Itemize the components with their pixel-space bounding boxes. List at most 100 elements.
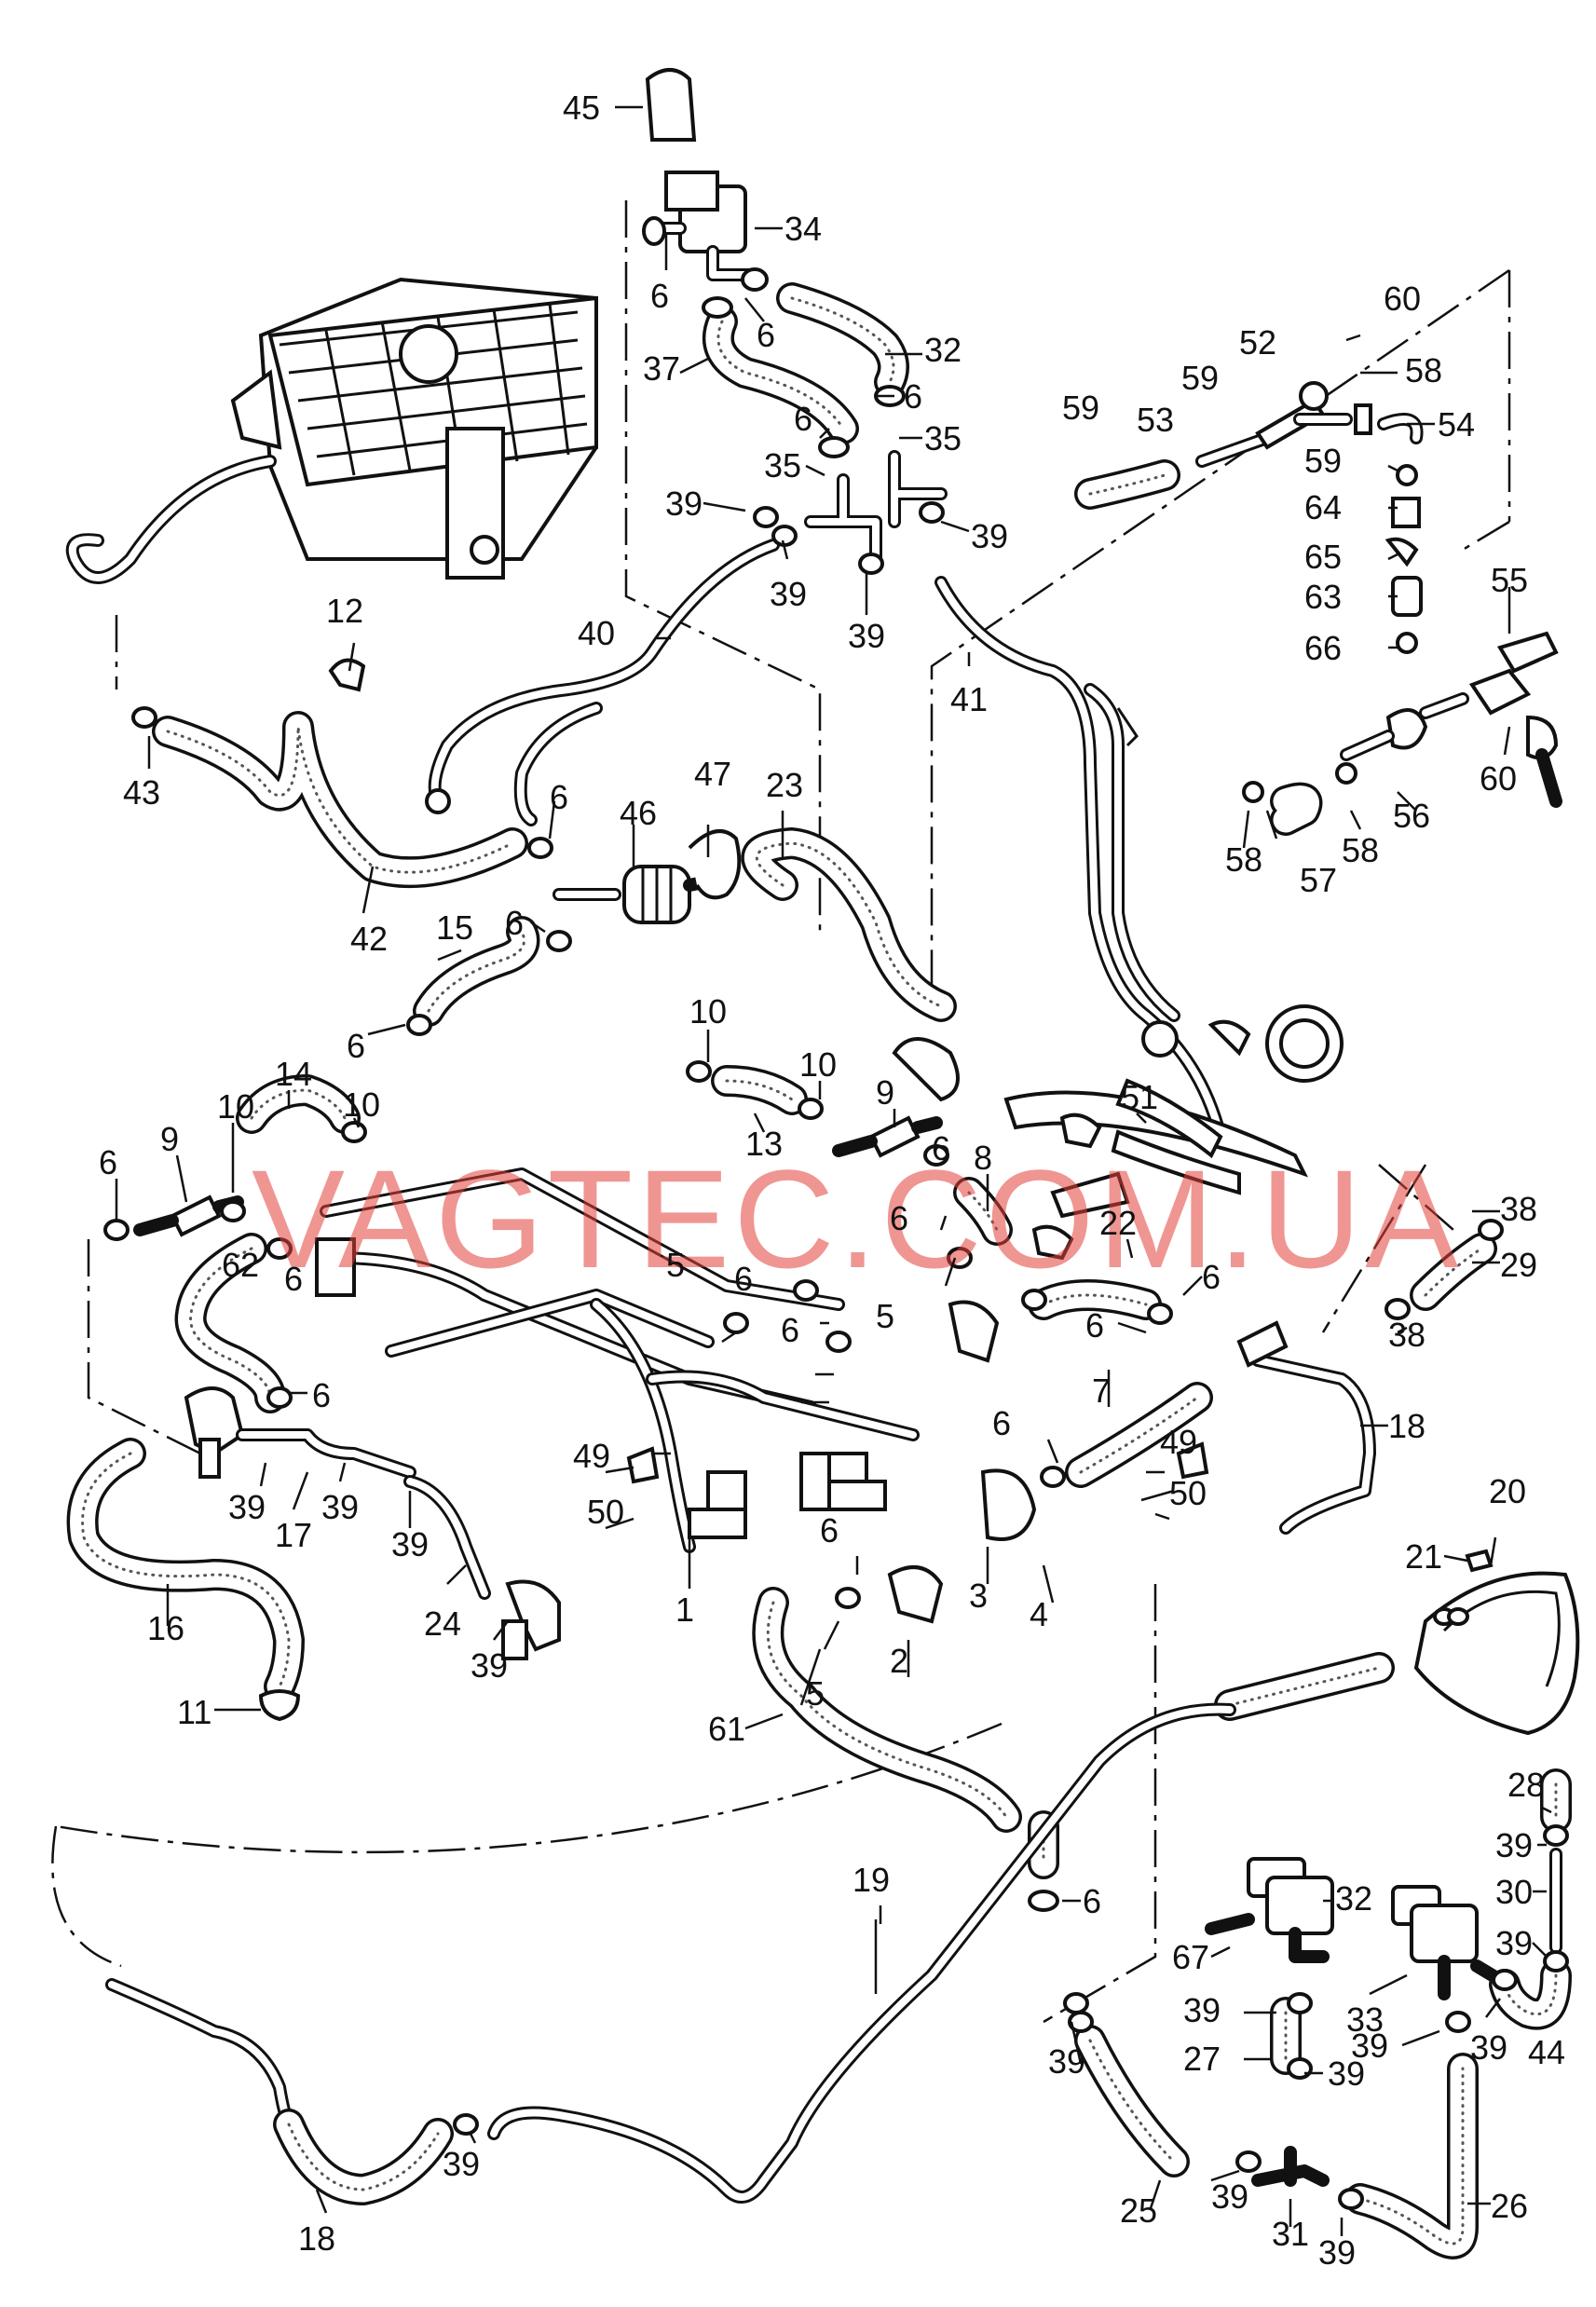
callout-39-b: 39 xyxy=(971,517,1008,555)
callout-6-m: 6 xyxy=(992,1404,1011,1442)
callout-63: 63 xyxy=(1304,578,1342,616)
callout-labels: 45 34 6 6 32 37 6 6 35 35 39 39 39 39 40… xyxy=(99,89,1565,2272)
callout-33: 33 xyxy=(1346,2000,1384,2039)
callout-37: 37 xyxy=(643,349,680,388)
callout-47: 47 xyxy=(694,755,731,793)
callout-9-a: 9 xyxy=(876,1073,894,1112)
hose-37-32 xyxy=(703,282,909,444)
callout-54: 54 xyxy=(1438,405,1475,444)
callout-51: 51 xyxy=(1121,1078,1158,1116)
callout-1: 1 xyxy=(675,1590,694,1629)
callout-6-o: 6 xyxy=(734,1260,753,1298)
callout-39-k: 39 xyxy=(1351,2027,1388,2065)
callout-52: 52 xyxy=(1239,323,1276,362)
misc-parts xyxy=(328,658,1344,1624)
solenoid-valve-34 xyxy=(645,68,757,281)
callout-53: 53 xyxy=(1137,401,1174,439)
callout-64: 64 xyxy=(1304,488,1342,526)
callout-5-c: 5 xyxy=(876,1297,894,1335)
callout-8: 8 xyxy=(974,1139,992,1177)
callout-20: 20 xyxy=(1489,1472,1526,1510)
callout-18-a: 18 xyxy=(1388,1407,1425,1445)
callout-38-b: 38 xyxy=(1388,1316,1425,1354)
callout-38-a: 38 xyxy=(1500,1190,1537,1228)
callout-6-h: 6 xyxy=(99,1143,117,1181)
hose-clamps xyxy=(103,216,1569,2210)
callout-5-b: 5 xyxy=(666,1246,685,1284)
callout-6-l: 6 xyxy=(1085,1306,1104,1345)
callout-49-a: 49 xyxy=(1160,1423,1197,1461)
callout-5-a: 5 xyxy=(806,1674,825,1713)
hose-22 xyxy=(1028,1279,1162,1320)
callout-6-c: 6 xyxy=(904,377,922,416)
callout-39-l: 39 xyxy=(1470,2028,1507,2067)
pipe-19 xyxy=(487,1652,1395,2204)
callout-6-a: 6 xyxy=(650,277,669,315)
right-valve-group xyxy=(1074,381,1562,836)
callout-45: 45 xyxy=(563,89,600,127)
hose-7 xyxy=(1065,1382,1213,1488)
callout-23: 23 xyxy=(766,766,803,804)
callout-10-d: 10 xyxy=(343,1085,380,1124)
callout-60-b: 60 xyxy=(1480,759,1517,798)
callout-30: 30 xyxy=(1495,1873,1533,1911)
callout-49-b: 49 xyxy=(573,1437,610,1475)
callout-39-q: 39 xyxy=(1318,2233,1356,2272)
callout-6-n: 6 xyxy=(820,1511,839,1549)
callout-39-r: 39 xyxy=(443,2145,480,2183)
callout-39-d: 39 xyxy=(848,617,885,655)
callout-39-o: 39 xyxy=(1048,2042,1085,2081)
bottom-right-valves xyxy=(1074,1768,1572,2259)
callout-32-a: 32 xyxy=(924,331,962,369)
callout-6-q: 6 xyxy=(284,1260,303,1298)
hose-29 xyxy=(1410,1233,1497,1311)
callout-55: 55 xyxy=(1491,561,1528,599)
callout-10-c: 10 xyxy=(217,1087,254,1126)
callout-25: 25 xyxy=(1120,2191,1157,2230)
leader-lines xyxy=(115,105,1552,2236)
callout-6-j: 6 xyxy=(890,1199,908,1237)
canister-vent-pipe xyxy=(65,455,277,584)
callout-40: 40 xyxy=(578,614,615,652)
callout-39-g: 39 xyxy=(391,1525,429,1563)
callout-39-a: 39 xyxy=(665,485,703,523)
callout-62: 62 xyxy=(222,1246,259,1284)
hose-18-lower xyxy=(105,1978,454,2205)
callout-59-c: 59 xyxy=(1304,442,1342,480)
callout-16: 16 xyxy=(147,1609,184,1647)
callout-13: 13 xyxy=(745,1125,783,1163)
callout-6-g: 6 xyxy=(347,1027,365,1065)
callout-39-f: 39 xyxy=(321,1488,359,1526)
callout-57: 57 xyxy=(1300,861,1337,899)
callout-46: 46 xyxy=(620,794,657,832)
callout-65: 65 xyxy=(1304,538,1342,576)
callout-61: 61 xyxy=(708,1710,745,1748)
callout-32-b: 32 xyxy=(1335,1879,1372,1918)
callout-6-i: 6 xyxy=(932,1129,950,1167)
callout-10-b: 10 xyxy=(799,1045,837,1084)
callout-35-a: 35 xyxy=(924,419,962,457)
callout-58-b: 58 xyxy=(1342,831,1379,869)
callout-17: 17 xyxy=(275,1516,312,1554)
hose-62 xyxy=(174,1233,286,1413)
callout-42: 42 xyxy=(350,920,388,958)
callout-6-b: 6 xyxy=(757,316,775,354)
callout-27: 27 xyxy=(1183,2040,1221,2078)
pipe-40 xyxy=(425,539,780,826)
callout-15: 15 xyxy=(436,908,473,947)
callout-35-b: 35 xyxy=(764,446,801,485)
callout-19: 19 xyxy=(853,1861,890,1899)
callout-9-b: 9 xyxy=(160,1120,179,1158)
callout-50-a: 50 xyxy=(1169,1474,1207,1512)
callout-12: 12 xyxy=(326,592,363,630)
callout-6-s: 6 xyxy=(1083,1882,1101,1920)
callout-59-a: 59 xyxy=(1181,359,1219,397)
callout-39-c: 39 xyxy=(770,575,807,613)
callout-6-e: 6 xyxy=(550,778,568,816)
callout-6-f: 6 xyxy=(505,904,524,942)
callout-7: 7 xyxy=(1092,1372,1111,1410)
pipe-41 xyxy=(934,576,1227,1143)
callout-67: 67 xyxy=(1172,1938,1209,1976)
callout-2: 2 xyxy=(890,1642,908,1680)
